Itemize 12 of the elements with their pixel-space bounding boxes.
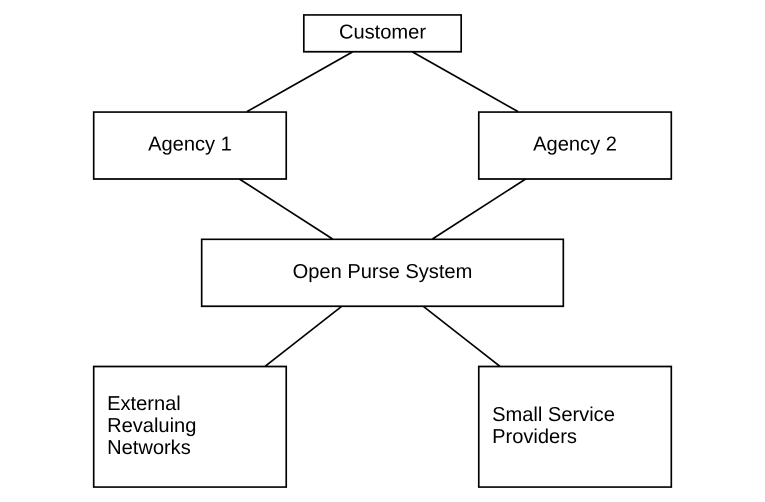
connector [264,306,342,368]
connector [422,306,501,368]
node-box: Customer [302,14,462,53]
connector [246,51,353,112]
node-box: External Revaluing Networks [92,366,288,488]
connector [432,178,526,240]
connector [239,178,333,240]
connector [412,51,518,112]
node-box: Open Purse System [200,238,564,308]
node-box: Small Service Providers [478,366,672,488]
node-box: Agency 2 [478,111,672,180]
node-box: Agency 1 [92,111,288,180]
